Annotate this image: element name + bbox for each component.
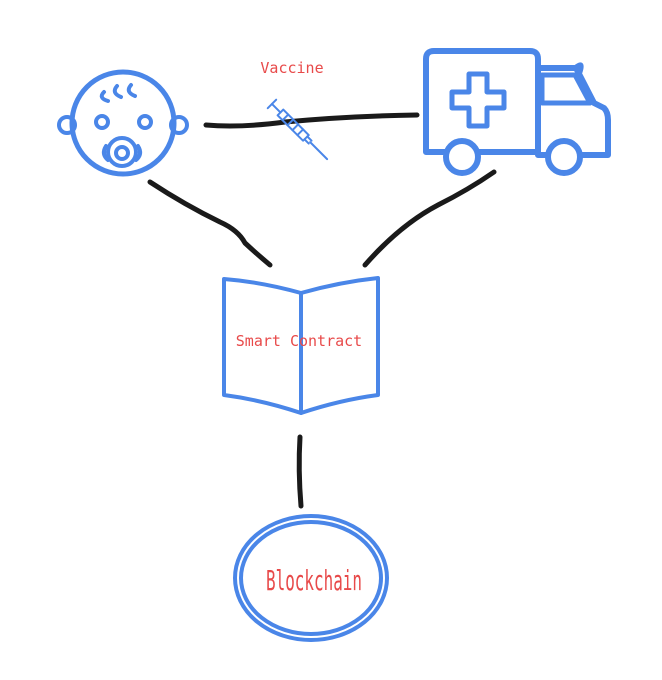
open-book-icon (222, 276, 380, 415)
smart-contract-label: Smart Contract (236, 332, 362, 350)
connector-baby-ambulance (203, 112, 420, 129)
ambulance-icon (423, 48, 611, 176)
vaccine-label: Vaccine (260, 59, 323, 77)
connector-contract-blockchain (296, 434, 304, 509)
blockchain-node (233, 514, 389, 642)
blockchain-label: Blockchain (266, 564, 362, 597)
connector-baby-contract (147, 179, 273, 268)
syringe-icon (266, 98, 329, 161)
baby-icon (57, 69, 189, 177)
connector-ambulance-contract (362, 169, 497, 268)
